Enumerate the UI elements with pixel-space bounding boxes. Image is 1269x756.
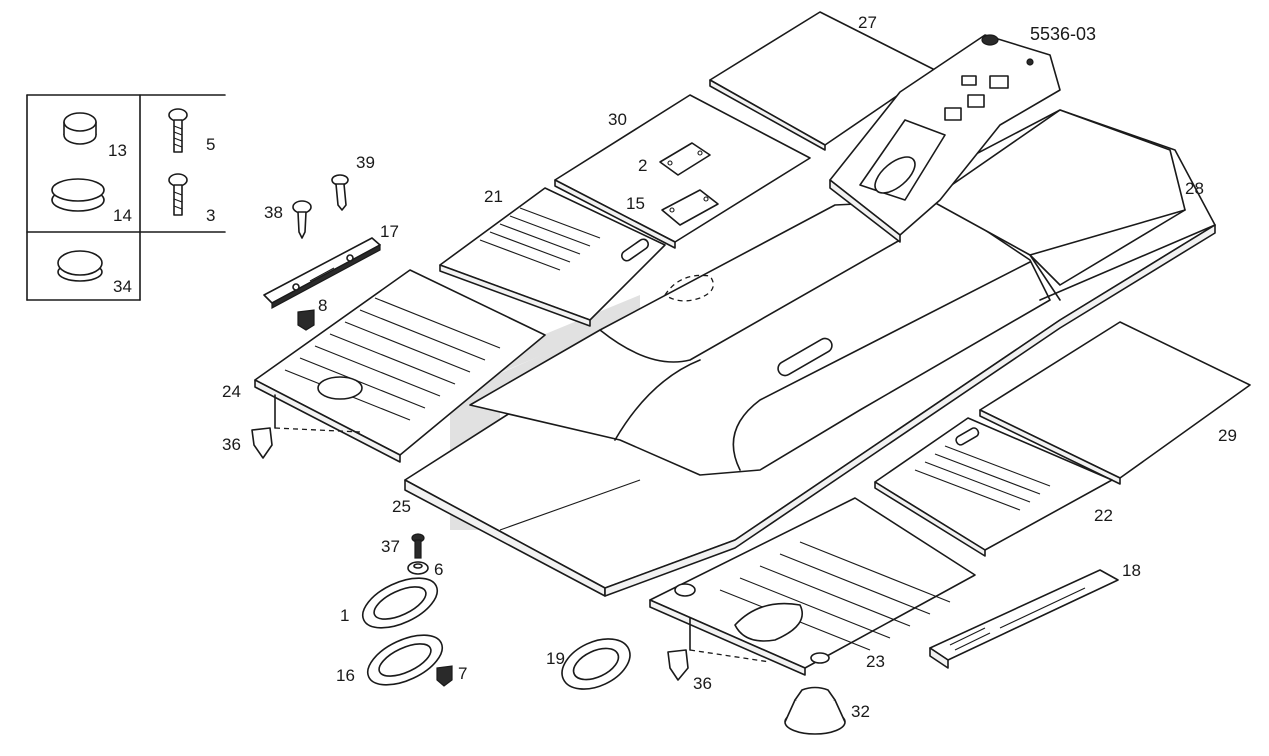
- callout-32: 32: [851, 702, 870, 721]
- callout-14: 14: [113, 206, 132, 225]
- callout-13: 13: [108, 141, 127, 160]
- boot-32: [784, 686, 846, 735]
- callout-5: 5: [206, 135, 216, 154]
- callout-38: 38: [264, 203, 283, 222]
- callout-28: 28: [1185, 179, 1204, 198]
- callout-34: 34: [113, 277, 132, 296]
- clip-36-right-icon: [667, 649, 689, 681]
- callout-1: 1: [340, 606, 350, 625]
- callout-19: 19: [546, 649, 565, 668]
- plug-14-icon: [51, 178, 105, 212]
- callout-25: 25: [392, 497, 411, 516]
- mat-29: [979, 321, 1251, 485]
- screw-39-icon: [331, 174, 349, 211]
- callout-3: 3: [206, 206, 216, 225]
- drawing-code: 5536-03: [1030, 24, 1097, 44]
- callout-22: 22: [1094, 506, 1113, 525]
- mat-23: [649, 497, 976, 676]
- callout-16: 16: [336, 666, 355, 685]
- callout-36-left: 36: [222, 435, 241, 454]
- screw-5-icon: [168, 108, 188, 153]
- center-console: [829, 34, 1061, 243]
- callout-6: 6: [434, 560, 444, 579]
- plug-34-icon: [57, 250, 103, 282]
- cover-15: [661, 189, 719, 226]
- callout-30: 30: [608, 110, 627, 129]
- cover-2: [659, 142, 711, 176]
- callout-15: 15: [626, 194, 645, 213]
- screw-37-icon: [411, 533, 425, 559]
- callout-21: 21: [484, 187, 503, 206]
- scuff-plate-18: [929, 569, 1119, 669]
- callout-23: 23: [866, 652, 885, 671]
- callout-29: 29: [1218, 426, 1237, 445]
- callout-36-right: 36: [693, 674, 712, 693]
- callout-2: 2: [638, 156, 648, 175]
- callout-39: 39: [356, 153, 375, 172]
- plug-13-icon: [63, 112, 97, 145]
- screw-38-icon: [292, 200, 312, 239]
- clip-7-icon: [436, 665, 453, 687]
- mat-21: [439, 187, 666, 327]
- screw-3-icon: [168, 173, 188, 216]
- clip-36-left-icon: [251, 427, 273, 459]
- retainer-strip-17: [263, 237, 381, 310]
- callout-27: 27: [858, 13, 877, 32]
- mat-24: [254, 269, 546, 463]
- main-floor-panel-25: [404, 109, 1216, 597]
- callout-7: 7: [458, 664, 468, 683]
- washer-6-icon: [407, 561, 429, 575]
- callout-17: 17: [380, 222, 399, 241]
- callout-18: 18: [1122, 561, 1141, 580]
- callout-8: 8: [318, 296, 328, 315]
- callout-37: 37: [381, 537, 400, 556]
- mat-22: [874, 417, 1113, 557]
- callout-24: 24: [222, 382, 241, 401]
- grommet-19: [561, 638, 631, 690]
- parts-box: [26, 94, 226, 301]
- clip-8-icon: [297, 309, 315, 331]
- grommet-1: [361, 577, 439, 629]
- grommet-16: [366, 634, 444, 686]
